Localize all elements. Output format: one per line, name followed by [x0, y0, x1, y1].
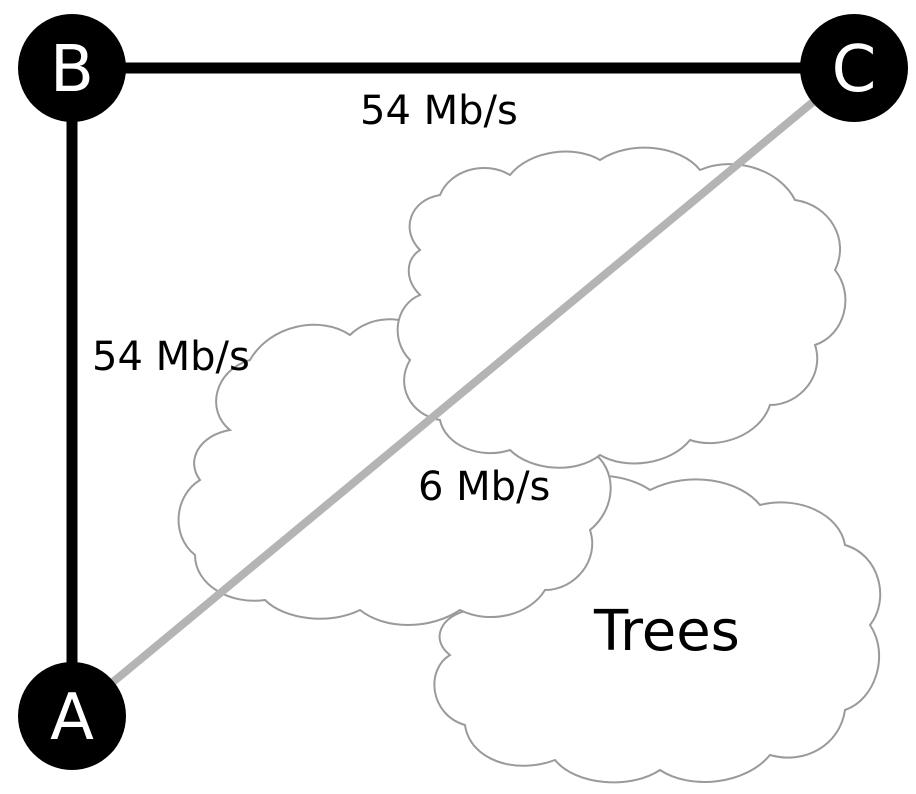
- node-a-label: A: [50, 681, 94, 755]
- trees-label: Trees: [593, 599, 740, 664]
- network-links: [66, 62, 857, 720]
- node-a-circle: [18, 662, 126, 770]
- weak-link-a-c: [69, 64, 857, 720]
- node-b: B: [18, 14, 126, 122]
- node-c: C: [800, 14, 908, 122]
- node-b-circle: [18, 14, 126, 122]
- tree-cloud-upper-right: [396, 146, 847, 469]
- link-rate-a-c: 6 Mb/s: [418, 464, 550, 510]
- link-rate-a-b: 54 Mb/s: [92, 334, 250, 380]
- trees-obstacle: [177, 146, 882, 784]
- node-b-label: B: [50, 33, 94, 107]
- link-rate-b-c: 54 Mb/s: [360, 88, 518, 134]
- node-c-label: C: [832, 33, 877, 107]
- node-a: A: [18, 662, 126, 770]
- node-c-circle: [800, 14, 908, 122]
